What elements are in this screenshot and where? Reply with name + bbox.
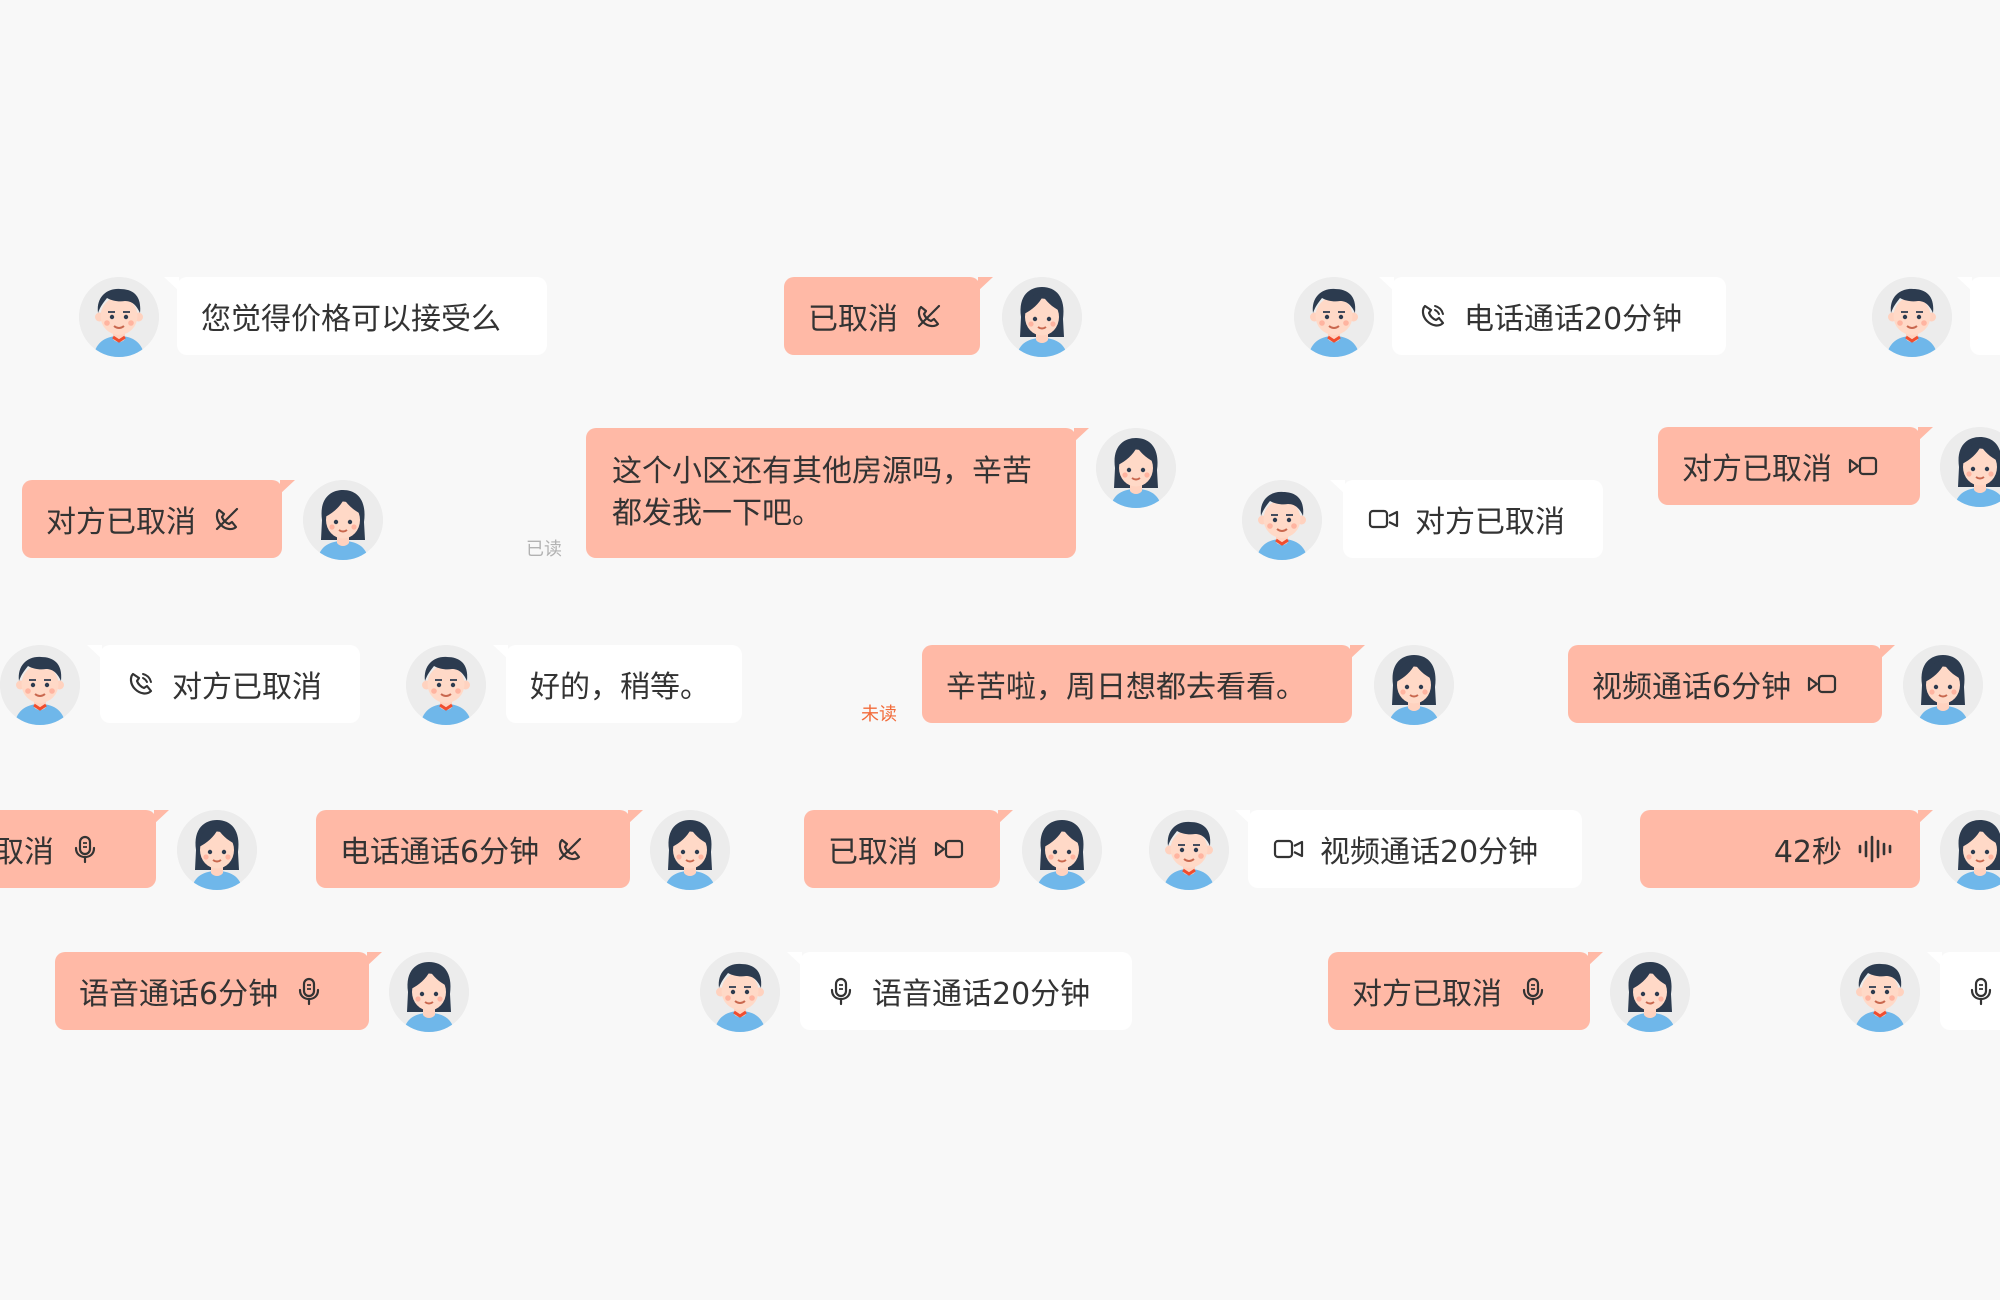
video-camera-icon <box>1846 449 1880 483</box>
incoming-call-bubble[interactable]: 视频通话20分钟 <box>1235 810 1582 888</box>
video-camera-icon <box>932 832 966 866</box>
avatar-male <box>1149 810 1229 890</box>
message-text: 对方已取消 <box>1682 452 1832 487</box>
avatar-male <box>1242 480 1322 560</box>
message-text: 已取消 <box>828 835 918 870</box>
message-text: 对方已取消 <box>1415 505 1565 540</box>
avatar-male <box>1872 277 1952 357</box>
microphone-icon <box>1516 974 1550 1008</box>
video-camera-icon <box>1367 502 1401 536</box>
outgoing-call-bubble[interactable]: 已取消 <box>804 810 1013 888</box>
avatar-male <box>79 277 159 357</box>
avatar-male <box>406 645 486 725</box>
message-text: 对方已取消 <box>46 505 196 540</box>
audio-wave-icon <box>1856 832 1896 866</box>
incoming-call-bubble[interactable]: 对方已取消 <box>87 645 360 723</box>
incoming-text-bubble[interactable]: 您觉得价格可以接受么 <box>164 277 547 355</box>
microphone-icon <box>68 832 102 866</box>
message-text: 您觉得价格可以接受么 <box>201 302 501 337</box>
avatar-female <box>303 480 383 560</box>
outgoing-call-bubble[interactable]: 语音通话6分钟 <box>55 952 382 1030</box>
incoming-call-bubble[interactable]: 电话通话20分钟 <box>1379 277 1726 355</box>
message-text: 这个小区还有其他房源吗，辛苦都发我一下吧。 <box>612 454 1032 531</box>
phone-hangup-icon <box>553 832 587 866</box>
avatar-male <box>1294 277 1374 357</box>
message-text: 好的，稍等。 <box>530 670 710 705</box>
avatar-male <box>1840 952 1920 1032</box>
avatar-male <box>0 645 80 725</box>
microphone-icon <box>292 974 326 1008</box>
message-text: 对方已取消 <box>1352 977 1502 1012</box>
avatar-female <box>1940 810 2000 890</box>
message-text: 视频通话20分钟 <box>1320 835 1539 870</box>
avatar-female <box>1903 645 1983 725</box>
outgoing-call-bubble[interactable]: 对方已取消 <box>1658 427 1933 505</box>
microphone-icon <box>824 974 858 1008</box>
outgoing-call-bubble[interactable]: 电话通话6分钟 <box>316 810 643 888</box>
unread-status: 未读 <box>861 704 897 725</box>
avatar-female <box>177 810 257 890</box>
avatar-male <box>700 952 780 1032</box>
message-text: 语音通话20分钟 <box>872 977 1091 1012</box>
message-text: 已取消 <box>808 302 898 337</box>
message-text: 视频通话6分钟 <box>1592 670 1792 705</box>
phone-icon <box>124 667 158 701</box>
avatar-female <box>1374 645 1454 725</box>
outgoing-call-bubble[interactable]: 视频通话6分钟 <box>1568 645 1895 723</box>
avatar-female <box>1096 428 1176 508</box>
read-status: 已读 <box>526 539 562 560</box>
phone-icon <box>1416 299 1450 333</box>
avatar-female <box>389 952 469 1032</box>
avatar-female <box>1022 810 1102 890</box>
outgoing-voice-bubble[interactable]: 42秒 <box>1640 810 1933 888</box>
incoming-bubble-cropped[interactable] <box>1957 277 2000 355</box>
avatar-female <box>650 810 730 890</box>
outgoing-text-bubble[interactable]: 辛苦啦，周日想都去看看。 <box>922 645 1365 723</box>
outgoing-call-bubble[interactable]: 已取消 <box>0 810 169 888</box>
message-text: 电话通话20分钟 <box>1464 302 1683 337</box>
message-text: 对方已取消 <box>172 670 322 705</box>
avatar-female <box>1610 952 1690 1032</box>
message-text: 语音通话6分钟 <box>79 977 279 1012</box>
incoming-text-bubble[interactable]: 好的，稍等。 <box>493 645 742 723</box>
message-text: 已取消 <box>0 835 54 870</box>
incoming-call-bubble[interactable]: 对方已取消 <box>1330 480 1603 558</box>
incoming-call-bubble-cropped[interactable] <box>1927 952 2000 1030</box>
phone-hangup-icon <box>912 299 946 333</box>
voice-duration: 42秒 <box>1773 835 1842 870</box>
message-text: 辛苦啦，周日想都去看看。 <box>946 670 1306 705</box>
avatar-female <box>1940 427 2000 507</box>
message-text: 电话通话6分钟 <box>340 835 540 870</box>
incoming-call-bubble[interactable]: 语音通话20分钟 <box>787 952 1132 1030</box>
microphone-icon <box>1964 974 1998 1008</box>
phone-hangup-icon <box>210 502 244 536</box>
outgoing-text-bubble[interactable]: 这个小区还有其他房源吗，辛苦都发我一下吧。 <box>586 428 1089 558</box>
outgoing-call-bubble[interactable]: 已取消 <box>784 277 993 355</box>
outgoing-call-bubble[interactable]: 对方已取消 <box>1328 952 1603 1030</box>
avatar-female <box>1002 277 1082 357</box>
outgoing-call-bubble[interactable]: 对方已取消 <box>22 480 295 558</box>
video-camera-icon <box>1272 832 1306 866</box>
video-camera-icon <box>1805 667 1839 701</box>
